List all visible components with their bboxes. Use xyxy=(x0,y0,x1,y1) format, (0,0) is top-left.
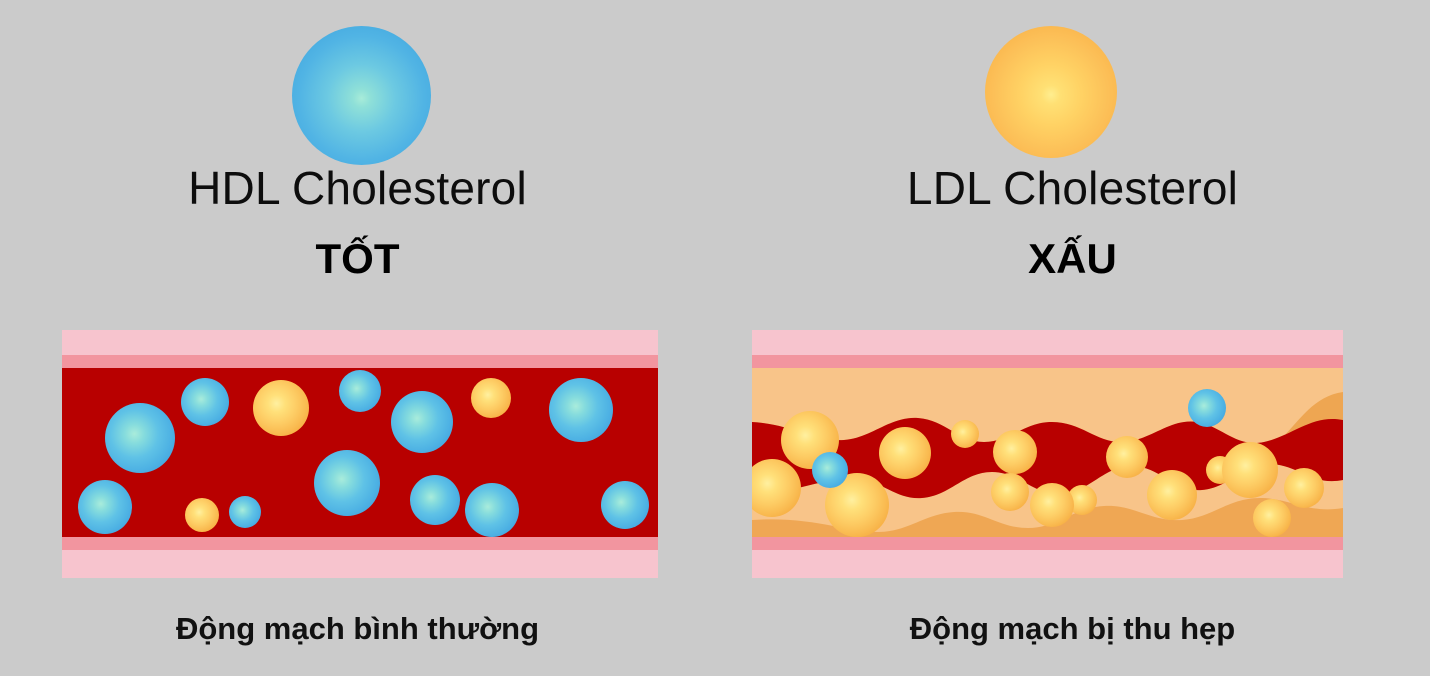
narrowed-artery-illustration xyxy=(752,330,1343,578)
hdl-title: HDL Cholesterol xyxy=(188,162,527,214)
hdl-particle-sphere-icon xyxy=(292,26,431,165)
normal-artery-caption: Động mạch bình thường xyxy=(175,611,540,646)
ldl-particle-sphere-icon xyxy=(985,26,1117,158)
hdl-verdict-label: TỐT xyxy=(315,235,400,282)
normal-artery-illustration xyxy=(62,330,658,578)
ldl-verdict-label: XẤU xyxy=(1028,235,1117,282)
panel-hdl: HDL Cholesterol TỐT xyxy=(62,26,658,646)
panel-ldl: LDL Cholesterol XẤU xyxy=(715,0,1430,676)
narrowed-artery-caption: Động mạch bị thu hẹp xyxy=(909,611,1236,646)
ldl-title: LDL Cholesterol xyxy=(906,162,1239,214)
